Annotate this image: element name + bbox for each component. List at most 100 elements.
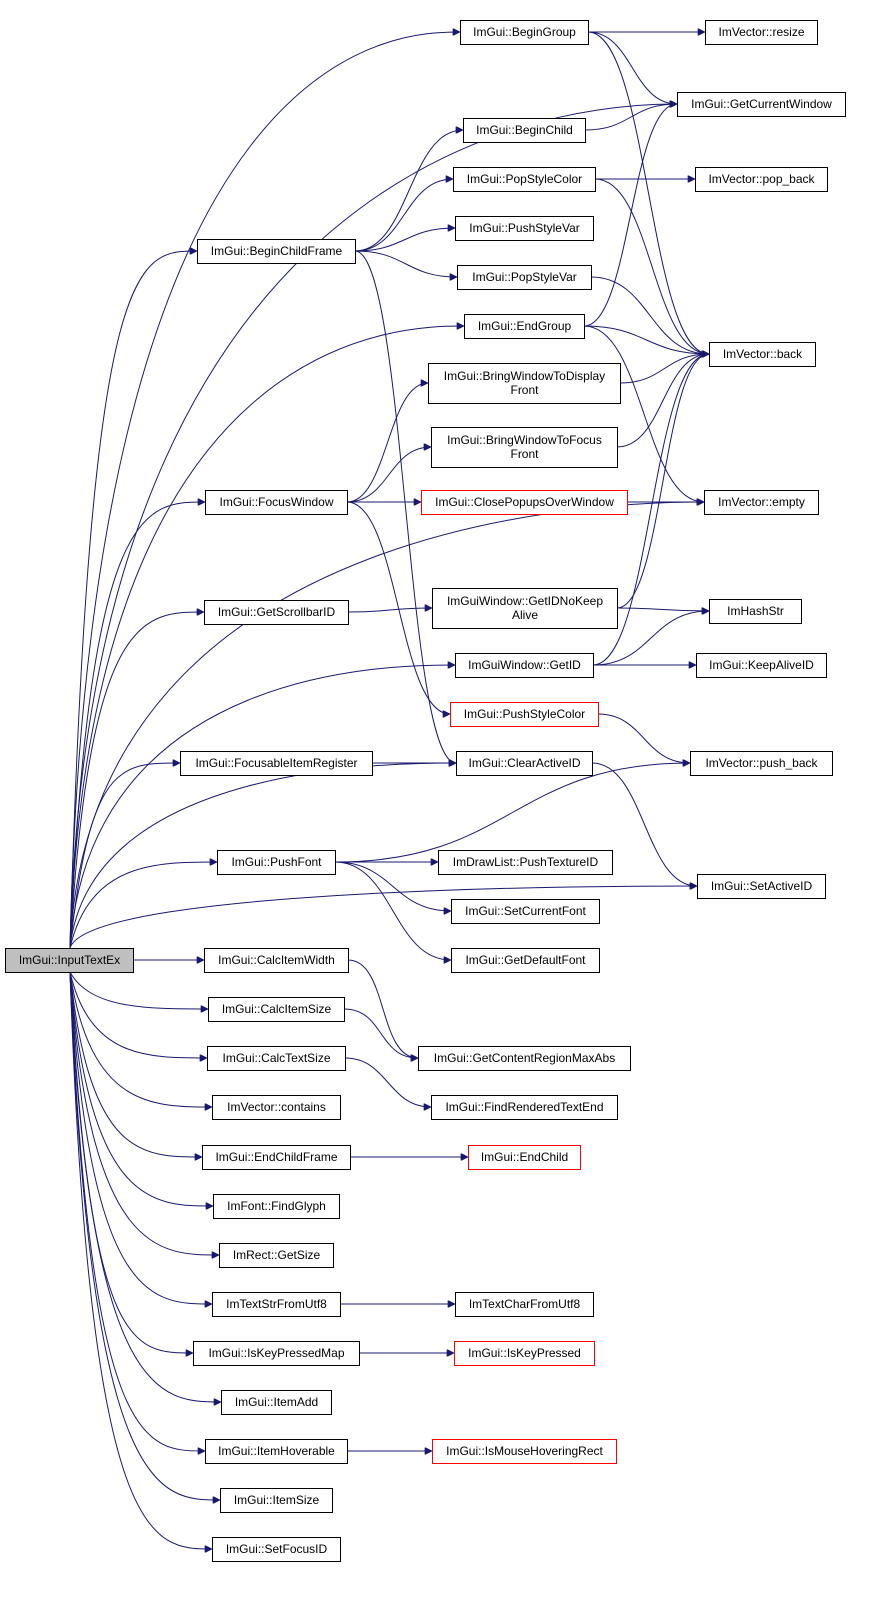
node-focusable-item-register[interactable]: ImGui::FocusableItemRegister [180,751,373,776]
node-im-vector-empty[interactable]: ImVector::empty [704,490,819,515]
node-box[interactable] [695,167,828,192]
node-item-size[interactable]: ImGui::ItemSize [220,1488,333,1513]
node-end-group[interactable]: ImGui::EndGroup [464,314,585,339]
node-box[interactable] [457,265,592,290]
node-box[interactable] [456,751,593,776]
node-im-hash-str[interactable]: ImHashStr [709,599,802,624]
node-box[interactable] [696,653,827,678]
node-box[interactable] [220,1488,333,1513]
node-box[interactable] [5,948,134,973]
node-item-add[interactable]: ImGui::ItemAdd [221,1390,332,1415]
node-find-rendered-text-end[interactable]: ImGui::FindRenderedTextEnd [431,1095,618,1120]
node-is-key-pressed-map[interactable]: ImGui::IsKeyPressedMap [193,1341,360,1366]
node-get-id[interactable]: ImGuiWindow::GetID [455,653,594,678]
node-box[interactable] [431,1095,618,1120]
node-end-child[interactable]: ImGui::EndChild [468,1145,581,1170]
node-find-glyph[interactable]: ImFont::FindGlyph [213,1194,340,1219]
node-box[interactable] [432,1439,617,1464]
node-box[interactable] [677,92,846,117]
node-calc-item-size[interactable]: ImGui::CalcItemSize [208,997,345,1022]
node-is-mouse-hovering-rect[interactable]: ImGui::IsMouseHoveringRect [432,1439,617,1464]
node-get-default-font[interactable]: ImGui::GetDefaultFont [451,948,600,973]
node-box[interactable] [455,216,594,241]
node-box[interactable] [202,1145,351,1170]
node-box[interactable] [709,342,816,367]
node-box[interactable] [690,751,833,776]
node-box[interactable] [709,599,802,624]
node-box[interactable] [705,20,818,45]
node-get-current-window[interactable]: ImGui::GetCurrentWindow [677,92,846,117]
node-item-hoverable[interactable]: ImGui::ItemHoverable [205,1439,348,1464]
node-box[interactable] [431,427,618,468]
node-begin-child-frame[interactable]: ImGui::BeginChildFrame [197,239,356,264]
node-box[interactable] [219,1243,334,1268]
node-box[interactable] [451,899,600,924]
node-keep-alive-id[interactable]: ImGui::KeepAliveID [696,653,827,678]
node-im-text-char-from-utf8[interactable]: ImTextCharFromUtf8 [455,1292,594,1317]
node-begin-group[interactable]: ImGui::BeginGroup [460,20,589,45]
node-input-text-ex[interactable]: ImGui::InputTextEx [5,948,134,973]
node-im-vector-push-back[interactable]: ImVector::push_back [690,751,833,776]
node-box[interactable] [213,1194,340,1219]
node-box[interactable] [455,1292,594,1317]
node-im-vector-pop-back[interactable]: ImVector::pop_back [695,167,828,192]
node-box[interactable] [205,1439,348,1464]
node-im-vector-resize[interactable]: ImVector::resize [705,20,818,45]
node-focus-window[interactable]: ImGui::FocusWindow [205,490,348,515]
node-box[interactable] [428,363,621,404]
node-box[interactable] [455,653,594,678]
node-calc-item-width[interactable]: ImGui::CalcItemWidth [204,948,349,973]
node-box[interactable] [204,600,349,625]
node-box[interactable] [453,167,596,192]
node-set-active-id[interactable]: ImGui::SetActiveID [697,874,826,899]
node-box[interactable] [454,1341,595,1366]
node-pop-style-var[interactable]: ImGui::PopStyleVar [457,265,592,290]
node-box[interactable] [212,1537,341,1562]
node-im-rect-get-size[interactable]: ImRect::GetSize [219,1243,334,1268]
node-box[interactable] [204,948,349,973]
node-box[interactable] [704,490,819,515]
node-box[interactable] [221,1390,332,1415]
node-im-vector-back[interactable]: ImVector::back [709,342,816,367]
node-box[interactable] [451,948,600,973]
node-box[interactable] [212,1292,341,1317]
node-box[interactable] [180,751,373,776]
node-end-child-frame[interactable]: ImGui::EndChildFrame [202,1145,351,1170]
node-box[interactable] [197,239,356,264]
node-get-content-region-max-abs[interactable]: ImGui::GetContentRegionMaxAbs [418,1046,631,1071]
node-push-style-color[interactable]: ImGui::PushStyleColor [450,702,599,727]
node-box[interactable] [208,997,345,1022]
node-box[interactable] [205,490,348,515]
node-push-style-var[interactable]: ImGui::PushStyleVar [455,216,594,241]
node-begin-child[interactable]: ImGui::BeginChild [463,118,586,143]
node-close-popups-over-window[interactable]: ImGui::ClosePopupsOverWindow [421,490,628,515]
node-set-focus-id[interactable]: ImGui::SetFocusID [212,1537,341,1562]
node-im-text-str-from-utf8[interactable]: ImTextStrFromUtf8 [212,1292,341,1317]
node-box[interactable] [212,1095,341,1120]
node-push-font[interactable]: ImGui::PushFont [217,850,336,875]
node-box[interactable] [432,588,618,629]
node-box[interactable] [460,20,589,45]
node-get-scrollbar-id[interactable]: ImGui::GetScrollbarID [204,600,349,625]
node-box[interactable] [193,1341,360,1366]
node-box[interactable] [421,490,628,515]
node-box[interactable] [418,1046,631,1071]
node-box[interactable] [463,118,586,143]
node-box[interactable] [450,702,599,727]
node-box[interactable] [217,850,336,875]
node-box[interactable] [697,874,826,899]
node-calc-text-size[interactable]: ImGui::CalcTextSize [207,1046,346,1071]
node-box[interactable] [468,1145,581,1170]
node-box[interactable] [207,1046,346,1071]
node-set-current-font[interactable]: ImGui::SetCurrentFont [451,899,600,924]
node-im-vector-contains[interactable]: ImVector::contains [212,1095,341,1120]
node-pop-style-color[interactable]: ImGui::PopStyleColor [453,167,596,192]
node-box[interactable] [464,314,585,339]
node-push-texture-id[interactable]: ImDrawList::PushTextureID [438,850,613,875]
node-box[interactable] [438,850,613,875]
node-clear-active-id[interactable]: ImGui::ClearActiveID [456,751,593,776]
node-is-key-pressed[interactable]: ImGui::IsKeyPressed [454,1341,595,1366]
